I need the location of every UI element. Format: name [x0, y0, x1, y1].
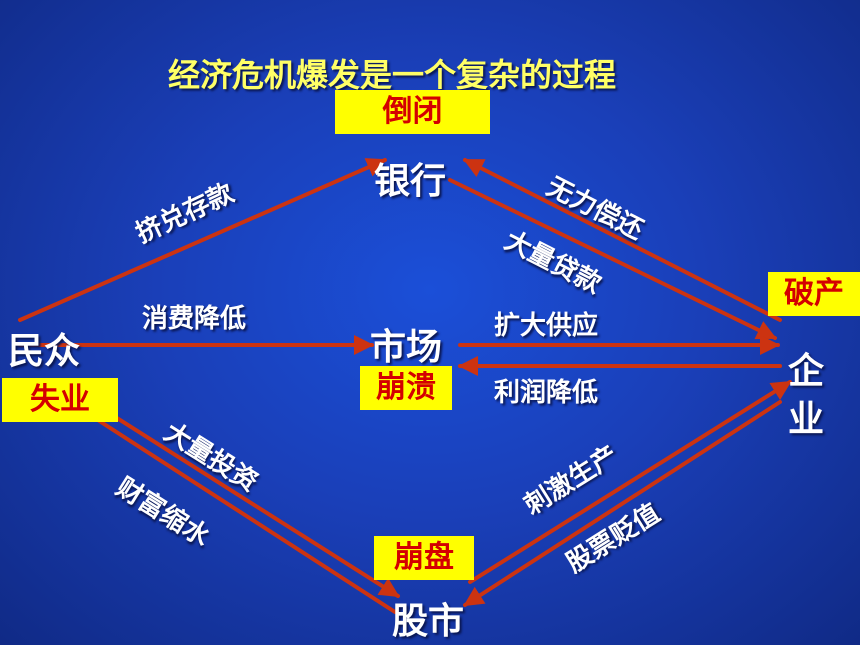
arrow-stock-to-enterprise-stimulate — [468, 380, 792, 584]
node-bank: 银行 — [374, 161, 447, 202]
badge-public-unemployed: 失业 — [2, 378, 118, 422]
arrow-bank-to-enterprise — [448, 178, 777, 340]
arrow-enterprise-to-stock-devalue — [463, 400, 782, 607]
edge-label-consumption-down: 消费降低 — [142, 304, 247, 334]
edge-label-expand-supply: 扩大供应 — [494, 311, 599, 341]
page-title: 经济危机爆发是一个复杂的过程 — [168, 56, 617, 94]
badge-market-crash: 崩溃 — [360, 366, 452, 410]
node-enterprise-top: 企 — [788, 351, 825, 392]
edge-label-profit-down: 利润降低 — [494, 378, 599, 408]
node-market: 市场 — [370, 327, 443, 368]
badge-enterprise-bankrupt: 破产 — [768, 272, 860, 316]
node-public: 民众 — [8, 331, 81, 372]
badge-stock-crash: 崩盘 — [374, 536, 474, 580]
badge-bank-collapse: 倒闭 — [335, 90, 490, 134]
arrow-public-to-bank — [18, 158, 387, 322]
node-enterprise-bottom: 业 — [788, 399, 825, 440]
node-stock: 股市 — [392, 601, 465, 642]
arrow-enterprise-to-bank — [463, 158, 782, 322]
arrow-stock-to-public-wealth — [68, 400, 397, 614]
